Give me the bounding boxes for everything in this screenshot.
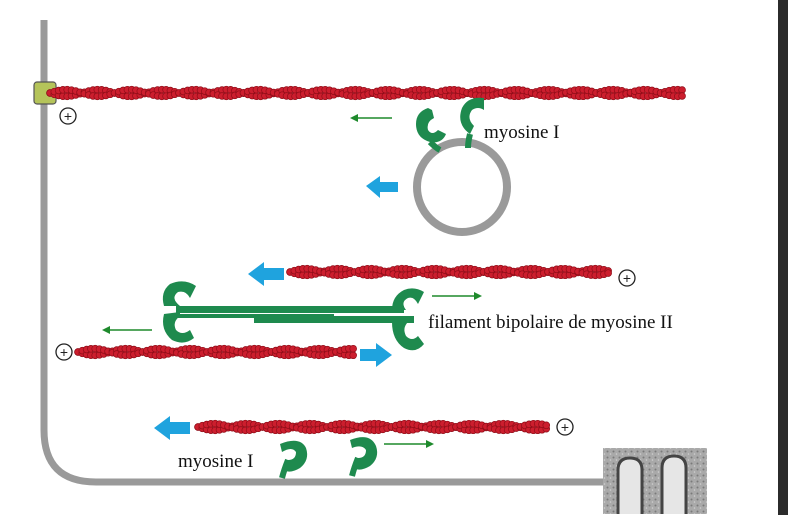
- window-edge: [778, 0, 788, 515]
- myosin-head-icon: [392, 288, 424, 351]
- cell-membrane: [40, 20, 614, 486]
- actin-filaments: [46, 85, 686, 435]
- svg-text:+: +: [64, 108, 72, 124]
- bipolar-myosin-ii-filament: [162, 281, 424, 351]
- actin-filament: [194, 419, 551, 435]
- myosin-head-icon: [279, 437, 378, 479]
- micrograph-thumbnail: [603, 448, 707, 514]
- blue-arrow-icon: [366, 176, 398, 198]
- green-arrow-icon: [350, 114, 392, 122]
- label-bipolar-myosin-ii: filament bipolaire de myosine II: [428, 312, 673, 333]
- actin-filament: [46, 85, 686, 101]
- myosin-head-icon: [162, 281, 196, 343]
- green-arrow-icon: [102, 326, 152, 334]
- label-myosin-i-top: myosine I: [484, 122, 560, 143]
- green-arrow-icon: [384, 440, 434, 448]
- blue-arrow-icon: [360, 343, 392, 367]
- actin-filament: [286, 264, 612, 280]
- plus-circle-icon: +: [618, 269, 636, 287]
- svg-text:+: +: [561, 419, 569, 435]
- plus-circle-icon: +: [59, 107, 77, 125]
- actin-filament: [74, 344, 357, 360]
- green-arrow-icon: [432, 292, 482, 300]
- label-myosin-i-bottom: myosine I: [178, 451, 254, 472]
- blue-arrow-icon: [248, 262, 284, 286]
- plus-circle-icon: +: [55, 343, 73, 361]
- svg-text:+: +: [623, 270, 631, 286]
- myosin-head-icon: [416, 97, 484, 153]
- vesicle: [413, 138, 511, 236]
- svg-text:+: +: [60, 344, 68, 360]
- plus-circle-icon: +: [556, 418, 574, 436]
- blue-arrow-icon: [154, 416, 190, 440]
